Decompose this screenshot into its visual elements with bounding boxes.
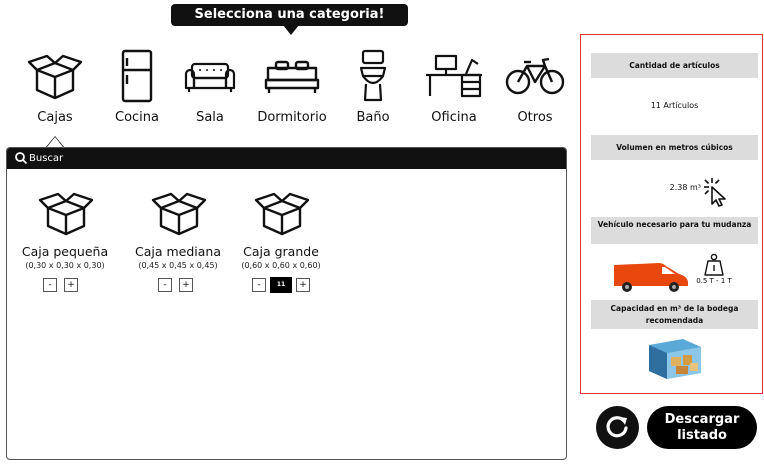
download-label-line2: listado (677, 428, 727, 443)
quantity-stepper: - + (43, 278, 83, 292)
search-icon (15, 152, 28, 165)
items-panel: Caja pequeña (0,30 x 0,30 x 0,30) - + Ca… (6, 147, 567, 460)
item-count-value: 11 Artículos (650, 101, 699, 110)
increment-button[interactable]: + (296, 278, 310, 292)
category-dormitorio[interactable]: Dormitorio (252, 48, 332, 136)
van-icon (614, 263, 688, 292)
decrement-button[interactable]: - (252, 278, 266, 292)
category-sala[interactable]: Sala (170, 48, 250, 136)
reset-button[interactable] (596, 406, 639, 449)
category-label: Baño (356, 110, 390, 125)
selected-category-pointer (46, 136, 64, 147)
refrigerator-icon (121, 49, 153, 103)
category-label: Oficina (431, 110, 477, 125)
download-label-line1: Descargar (664, 412, 740, 427)
item-card: Caja mediana (0,45 x 0,45 x 0,45) - + (120, 188, 236, 298)
category-oficina[interactable]: Oficina (414, 48, 494, 136)
volume-value: 2.38 m³ (669, 183, 701, 192)
volume-heading: Volumen en metros cúbicos (591, 135, 758, 160)
category-label: Otros (517, 110, 553, 125)
item-card: Caja grande (0,60 x 0,60 x 0,60) - 11 + (223, 188, 339, 298)
category-prompt-banner: Selecciona una categoria! (171, 4, 408, 26)
refresh-icon (606, 416, 628, 438)
category-label: Dormitorio (257, 110, 327, 125)
item-name: Caja grande (243, 244, 319, 259)
category-label: Cocina (115, 110, 159, 125)
quantity-value[interactable]: 11 (270, 277, 292, 293)
download-list-button[interactable]: Descargar listado (647, 406, 757, 449)
item-dimensions: (0,45 x 0,45 x 0,45) (138, 261, 218, 270)
box-icon (38, 192, 94, 236)
summary-panel: Cantidad de artículos 11 Artículos Volum… (580, 34, 763, 394)
category-label: Cajas (37, 110, 73, 125)
banner-arrow (283, 25, 299, 35)
storage-heading: Capacidad en m³ de la bodega recomendada (591, 300, 758, 329)
decrement-button[interactable]: - (158, 278, 172, 292)
bed-icon (264, 60, 320, 93)
search-bar (7, 148, 566, 169)
category-label: Sala (196, 110, 224, 125)
item-name: Caja mediana (134, 244, 221, 259)
storage-unit-icon (649, 339, 701, 379)
category-otros[interactable]: Otros (495, 48, 575, 136)
increment-button[interactable]: + (179, 278, 193, 292)
desk-icon (426, 54, 482, 98)
item-count-heading: Cantidad de artículos (591, 53, 758, 78)
decrement-button[interactable]: - (43, 278, 57, 292)
item-card: Caja pequeña (0,30 x 0,30 x 0,30) - + (7, 188, 123, 298)
search-input[interactable] (29, 150, 549, 167)
box-icon (151, 192, 207, 236)
vehicle-heading: Vehículo necesario para tu mudanza (591, 217, 758, 244)
box-icon (27, 54, 83, 100)
item-dimensions: (0,30 x 0,30 x 0,30) (25, 261, 105, 270)
category-cocina[interactable]: Cocina (97, 48, 177, 136)
weight-icon (704, 253, 724, 276)
vehicle-weight: 0.5 T - 1 T (696, 277, 732, 285)
item-name: Caja pequeña (21, 244, 109, 259)
toilet-icon (359, 49, 387, 102)
sofa-icon (184, 62, 236, 92)
quantity-stepper: - + (158, 278, 198, 292)
category-bano[interactable]: Baño (333, 48, 413, 136)
increment-button[interactable]: + (64, 278, 78, 292)
box-icon (254, 192, 310, 236)
item-dimensions: (0,60 x 0,60 x 0,60) (241, 261, 321, 270)
quantity-stepper: - 11 + (252, 277, 314, 293)
cursor-click-icon (704, 178, 726, 207)
category-bar: Cajas Cocina Sala (10, 48, 570, 138)
bicycle-icon (505, 57, 565, 95)
category-cajas[interactable]: Cajas (15, 48, 95, 136)
